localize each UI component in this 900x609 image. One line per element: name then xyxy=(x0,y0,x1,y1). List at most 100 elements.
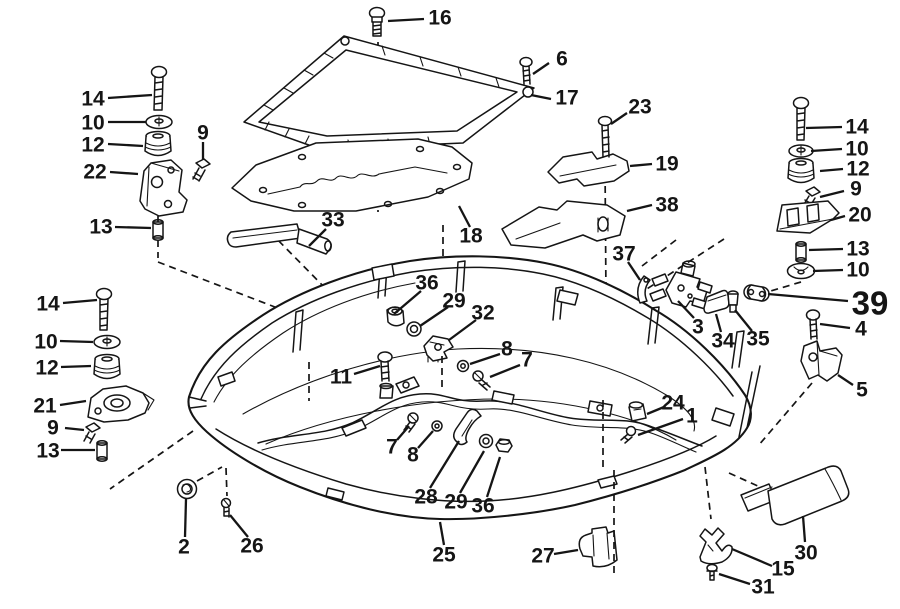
callout-21: 21 xyxy=(33,395,57,418)
leader-line xyxy=(611,113,627,124)
part-clip-27 xyxy=(579,527,617,567)
callout-16: 16 xyxy=(428,7,451,30)
callout-9: 9 xyxy=(47,417,59,440)
leader-line xyxy=(811,149,842,151)
callout-9: 9 xyxy=(850,178,862,201)
part-bracket-5 xyxy=(801,341,842,381)
part-washer-8-lower xyxy=(432,421,442,431)
callout-9: 9 xyxy=(197,122,209,145)
leader-line xyxy=(440,522,444,545)
callout-2: 2 xyxy=(178,536,190,559)
part-bolt-4 xyxy=(807,310,820,339)
part-spacer-13-left-mid xyxy=(97,441,107,461)
part-bolt-23 xyxy=(599,117,612,158)
part-ring-29-upper xyxy=(407,322,421,336)
leader-line xyxy=(533,63,549,74)
callout-22: 22 xyxy=(83,161,106,184)
part-screw-26 xyxy=(222,499,231,518)
part-washer-10-right-bottom xyxy=(788,264,815,279)
part-mount-12-left-top xyxy=(145,132,171,156)
callout-30: 30 xyxy=(794,542,817,565)
callout-39: 39 xyxy=(852,285,889,322)
part-spacer-13-left-top xyxy=(153,220,163,240)
callout-29: 29 xyxy=(444,491,467,514)
explosion-axis xyxy=(729,473,760,487)
part-grommet-36-upper xyxy=(387,307,404,326)
part-gasket-plate-18 xyxy=(232,139,472,211)
leader-line xyxy=(768,294,848,301)
callout-15: 15 xyxy=(771,558,795,581)
part-clamp-39 xyxy=(744,285,769,301)
callout-5: 5 xyxy=(856,379,868,402)
part-bolt-16 xyxy=(370,8,385,37)
leader-line xyxy=(531,95,551,99)
part-plate-38 xyxy=(502,201,625,248)
callout-6: 6 xyxy=(556,48,568,71)
callout-8: 8 xyxy=(407,444,419,467)
explosion-axis xyxy=(197,467,222,481)
part-spacer-13-right xyxy=(796,242,806,262)
callout-1: 1 xyxy=(686,405,698,428)
part-silencer-frame-17 xyxy=(244,36,534,149)
callout-13: 13 xyxy=(89,216,112,239)
callout-17: 17 xyxy=(555,87,578,110)
leader-line xyxy=(820,324,850,328)
callout-14: 14 xyxy=(845,116,869,139)
callout-20: 20 xyxy=(848,204,871,227)
callout-33: 33 xyxy=(321,209,344,232)
leader-line xyxy=(60,341,93,342)
leader-line xyxy=(803,516,805,542)
part-screw-9-left-top xyxy=(193,159,210,181)
part-plate-19 xyxy=(548,152,629,186)
callout-26: 26 xyxy=(240,535,263,558)
callout-23: 23 xyxy=(628,96,651,119)
callout-13: 13 xyxy=(846,238,869,261)
part-plug-34 xyxy=(704,291,729,314)
callout-35: 35 xyxy=(746,328,770,351)
part-mount-12-right xyxy=(788,159,814,183)
callout-7: 7 xyxy=(386,436,398,459)
callout-3: 3 xyxy=(692,316,704,339)
leader-line xyxy=(63,300,97,303)
part-bolt-14-left-top xyxy=(152,67,167,111)
callout-29: 29 xyxy=(442,290,465,313)
callout-4: 4 xyxy=(855,318,867,341)
callout-18: 18 xyxy=(459,225,483,248)
leader-line xyxy=(108,144,143,146)
part-nut-36-lower xyxy=(496,439,512,452)
explosion-axis xyxy=(758,383,812,446)
leader-line xyxy=(719,574,750,584)
explosion-axis xyxy=(642,240,676,266)
callout-7: 7 xyxy=(521,349,533,372)
part-bolt-14-left-mid xyxy=(97,289,112,331)
part-bracket-21 xyxy=(88,386,154,422)
callout-10: 10 xyxy=(846,259,869,282)
leader-line xyxy=(630,164,652,166)
leader-line xyxy=(185,499,186,537)
callout-11: 11 xyxy=(330,366,353,389)
leader-line xyxy=(813,270,843,271)
callout-31: 31 xyxy=(751,576,775,599)
part-bolt-6 xyxy=(520,58,532,85)
callout-36: 36 xyxy=(415,272,438,295)
callout-36: 36 xyxy=(471,495,494,518)
callout-10: 10 xyxy=(34,331,57,354)
part-bolt-14-right xyxy=(794,98,809,141)
part-clip-24 xyxy=(629,402,646,421)
callout-8: 8 xyxy=(501,338,513,361)
leader-line xyxy=(61,366,91,367)
part-fuel-connector-3 xyxy=(650,261,712,309)
callout-28: 28 xyxy=(414,486,438,509)
callout-19: 19 xyxy=(655,153,678,176)
leader-line xyxy=(388,19,424,21)
part-handle-30 xyxy=(741,466,849,525)
leader-line xyxy=(115,227,151,228)
part-fitting-35 xyxy=(728,291,738,312)
callout-38: 38 xyxy=(655,194,679,217)
leader-line xyxy=(806,127,842,128)
part-mount-12-left-mid xyxy=(94,355,120,379)
part-washer-10-left-top xyxy=(146,116,172,129)
part-screw-9-left-mid xyxy=(84,423,100,443)
